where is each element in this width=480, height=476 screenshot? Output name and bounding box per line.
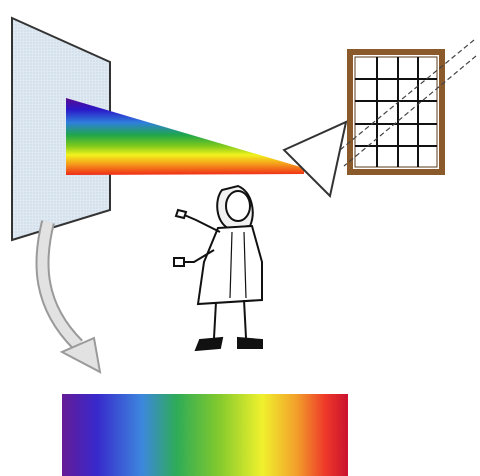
prism	[284, 122, 346, 196]
dispersed-spectrum-beam	[66, 98, 304, 175]
curved-arrow	[42, 222, 100, 372]
window	[350, 52, 442, 172]
spectrum-strip	[62, 394, 348, 476]
observer-figure	[174, 186, 262, 350]
